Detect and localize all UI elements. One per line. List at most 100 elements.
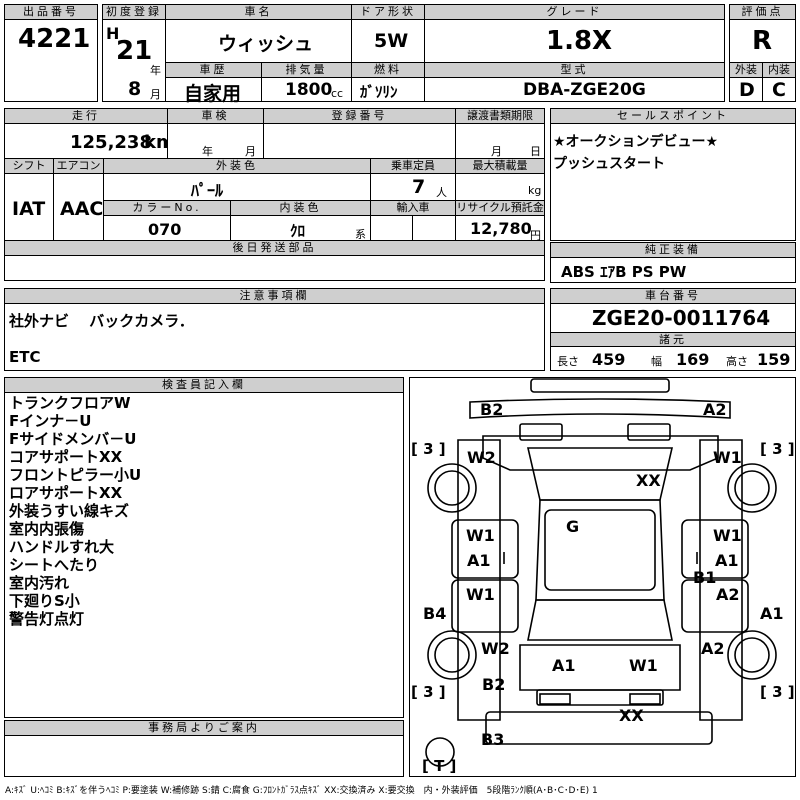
grade: 1.8X — [546, 26, 613, 56]
color-no: 070 — [148, 220, 182, 239]
mark-tire-rt: [ 3 ] — [760, 440, 795, 458]
mark-xx-bottom: XX — [619, 706, 644, 725]
rear-right-wheel-inner — [734, 637, 770, 673]
year-unit: 年 — [150, 64, 161, 77]
reg-year: 21 — [116, 36, 153, 66]
ext-grade: D — [739, 79, 755, 101]
mark-w1-right: W1 — [713, 526, 742, 545]
rear-left-wheel-inner — [434, 637, 470, 673]
mark-a1-right: A1 — [715, 551, 739, 570]
shift: IAT — [12, 198, 46, 220]
mark-w1-bottom: W1 — [629, 656, 658, 675]
legend: A:ｷｽﾞ U:ﾍｺﾐ B:ｷｽﾞを伴うﾍｺﾐ P:要塗装 W:補修跡 S:錆 … — [5, 786, 598, 796]
remark-2: Fインナ－U — [9, 412, 92, 430]
mark-a2-right: A2 — [716, 585, 740, 604]
office-cell — [4, 735, 404, 777]
capacity-cell — [370, 173, 456, 201]
color-cell — [103, 173, 371, 201]
left-rear-door — [451, 579, 519, 633]
rear-trim-right — [629, 693, 661, 705]
length-label: 長さ — [557, 355, 579, 368]
ac: AAC — [60, 198, 104, 220]
recycle-label: リサイクル預託金 — [455, 200, 545, 216]
model-cell — [424, 77, 725, 102]
rear-glass-shape — [527, 599, 673, 641]
interior-color-unit: 系 — [355, 228, 366, 241]
transfer-cell — [455, 123, 545, 159]
history-cell — [165, 77, 262, 102]
load-unit: kg — [528, 184, 542, 197]
later-parts-cell — [4, 255, 545, 281]
mark-a2-top: A2 — [703, 400, 727, 419]
roof-shape — [535, 499, 665, 601]
rear-right-wheel — [727, 630, 777, 680]
mark-b3: B3 — [481, 730, 505, 749]
rear-bumper-shape — [536, 689, 664, 706]
interior-color: ｸﾛ — [290, 222, 306, 240]
left-front-door — [451, 519, 519, 579]
recycle-unit: 円 — [530, 229, 541, 242]
transfer-label: 譲渡書類期限 — [455, 108, 545, 124]
notes-line-2: ETC — [9, 348, 41, 366]
capacity: 7 — [412, 176, 426, 198]
fuel: ｶﾞｿﾘﾝ — [360, 83, 398, 101]
mark-tire-lt: [ 3 ] — [411, 440, 446, 458]
displacement-cell — [261, 77, 352, 102]
width: 169 — [676, 350, 710, 369]
notes-cell — [4, 303, 545, 371]
mark-a2-right-low: A2 — [701, 639, 725, 658]
mark-w2-left: W2 — [467, 448, 496, 467]
month-unit: 月 — [150, 88, 161, 101]
remark-8: 室内内張傷 — [9, 520, 85, 538]
mark-tire-rb: [ 3 ] — [760, 683, 795, 701]
car-name: ウィッシュ — [218, 33, 314, 55]
score-cell — [729, 19, 796, 63]
mark-tire-lb: [ 3 ] — [411, 683, 446, 701]
chassis-cell — [550, 303, 796, 333]
hood-shape — [482, 435, 719, 471]
rear-lower-shape — [485, 711, 713, 745]
remark-10: シートへたり — [9, 556, 100, 574]
right-body-outline — [699, 439, 743, 721]
spec-label: 諸元 — [550, 332, 796, 347]
left-body-outline — [457, 439, 501, 721]
height: 159 — [757, 350, 791, 369]
equipment: ABS ｴｱB PS PW — [561, 263, 687, 281]
int-grade: C — [772, 79, 786, 101]
mark-w1-left: W1 — [466, 526, 495, 545]
lot-cell — [4, 19, 98, 102]
shift-cell — [4, 173, 54, 241]
spare-tire — [425, 737, 455, 767]
transfer-month-unit: 月 — [491, 145, 502, 158]
sales-point-2: プッシュスタート — [553, 156, 665, 172]
remark-12: 下廻りS小 — [9, 592, 80, 610]
mark-xx-roof: XX — [636, 471, 661, 490]
model-code: DBA-ZGE20G — [523, 80, 646, 100]
mark-w1-right-top: W1 — [713, 448, 742, 467]
mark-a1-bottom: A1 — [552, 656, 576, 675]
transfer-day-unit: 日 — [530, 145, 541, 158]
front-grille-shape — [469, 398, 731, 419]
mark-a1-left: A1 — [467, 551, 491, 570]
load-label: 最大積載量 — [455, 158, 545, 174]
rear-left-wheel — [427, 630, 477, 680]
front-bumper-shape — [530, 378, 670, 393]
door-type: 5W — [374, 30, 409, 52]
recycle-amount: 12,780 — [470, 219, 532, 238]
mark-t: [ T ] — [422, 757, 457, 775]
rear-trim-left — [539, 693, 571, 705]
front-left-wheel — [427, 463, 477, 513]
remark-3: Fサイドメンバ－U — [9, 430, 137, 448]
chassis-number: ZGE20-0011764 — [592, 306, 771, 330]
grade-cell — [424, 19, 725, 63]
era: H — [106, 24, 120, 43]
remark-5: フロントピラー小U — [9, 466, 142, 484]
mileage: 125,238 — [70, 132, 152, 153]
front-lamp-right — [627, 423, 671, 441]
damage-diagram-frame — [409, 377, 796, 777]
insp-month-unit: 月 — [245, 145, 256, 158]
hatch-shape — [519, 644, 681, 691]
remark-13: 警告灯点灯 — [9, 610, 85, 628]
mark-b4-left: B4 — [423, 604, 447, 623]
